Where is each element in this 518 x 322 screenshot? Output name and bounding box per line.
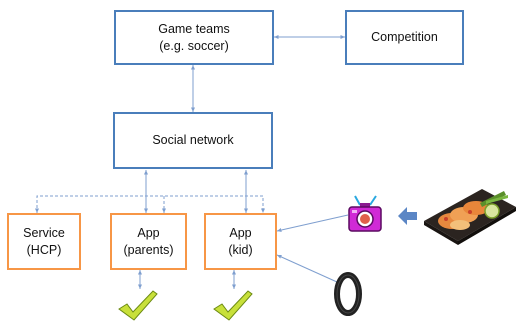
checkmark-icon	[213, 290, 253, 321]
app-parents-label: App	[137, 225, 160, 240]
social-network-box: Social network	[113, 112, 273, 169]
app-kid-label: App	[229, 225, 252, 240]
service-sublabel: (HCP)	[26, 242, 62, 257]
competition-label: Competition	[371, 30, 438, 44]
fitness-band-icon	[334, 272, 362, 316]
game-teams-box: Game teams (e.g. soccer)	[114, 10, 274, 65]
checkmark-icon	[118, 290, 158, 321]
app-kid-box: App (kid)	[204, 213, 277, 270]
food-plate-icon	[424, 189, 516, 245]
connector-band-kid	[276, 254, 338, 283]
dashed-bus	[35, 195, 265, 213]
competition-box: Competition	[345, 10, 464, 65]
game-teams-label: Game teams	[158, 21, 230, 36]
service-label: Service	[23, 225, 65, 240]
service-box: Service (HCP)	[7, 213, 81, 270]
app-kid-sublabel: (kid)	[228, 242, 253, 257]
arrow-left-icon	[398, 207, 417, 225]
app-parents-box: App (parents)	[110, 213, 187, 270]
social-network-label: Social network	[152, 133, 234, 147]
camera-icon	[348, 195, 382, 232]
app-parents-sublabel: (parents)	[123, 242, 174, 257]
game-teams-sublabel: (e.g. soccer)	[159, 38, 229, 53]
connector-camera-kid	[276, 214, 349, 232]
